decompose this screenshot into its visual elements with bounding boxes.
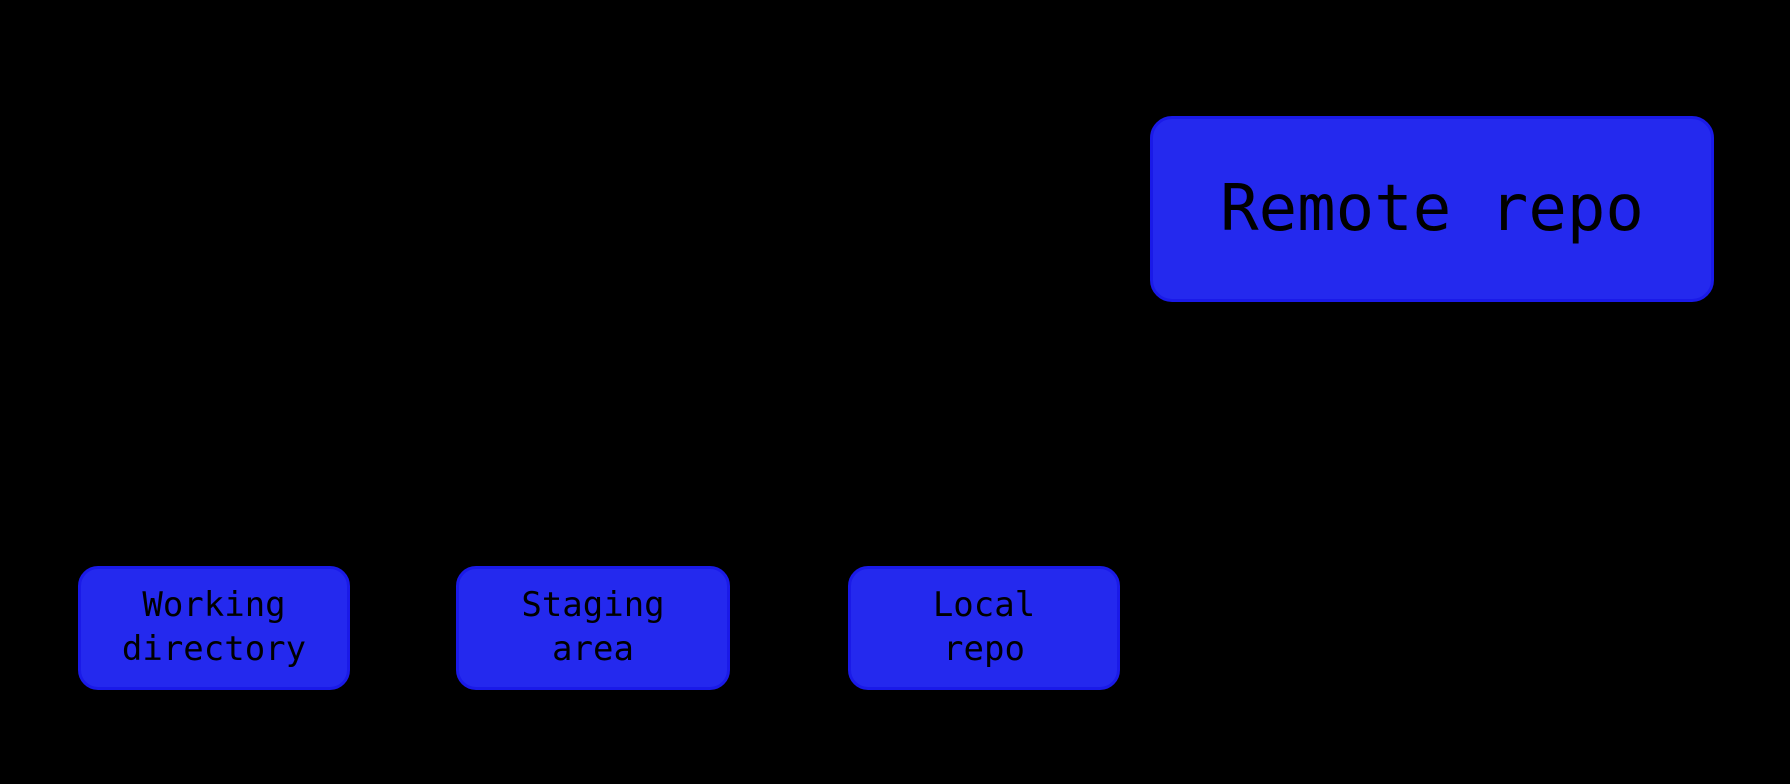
node-working-directory-line-2: directory [121, 629, 307, 669]
node-staging-area-line-2: area [552, 629, 634, 669]
node-staging-area[interactable]: Staging area [456, 566, 730, 690]
node-staging-area-line-1: Staging [521, 585, 665, 626]
node-working-directory-line-1: Working [142, 585, 286, 626]
node-working-directory[interactable]: Working directory [78, 566, 350, 690]
node-local-repo-line-2: repo [943, 629, 1025, 669]
node-local-repo[interactable]: Local repo [848, 566, 1120, 690]
node-remote-repo[interactable]: Remote repo [1150, 116, 1714, 302]
node-remote-repo-line-1: Remote repo [1220, 172, 1644, 246]
node-local-repo-line-1: Local [932, 585, 1036, 626]
